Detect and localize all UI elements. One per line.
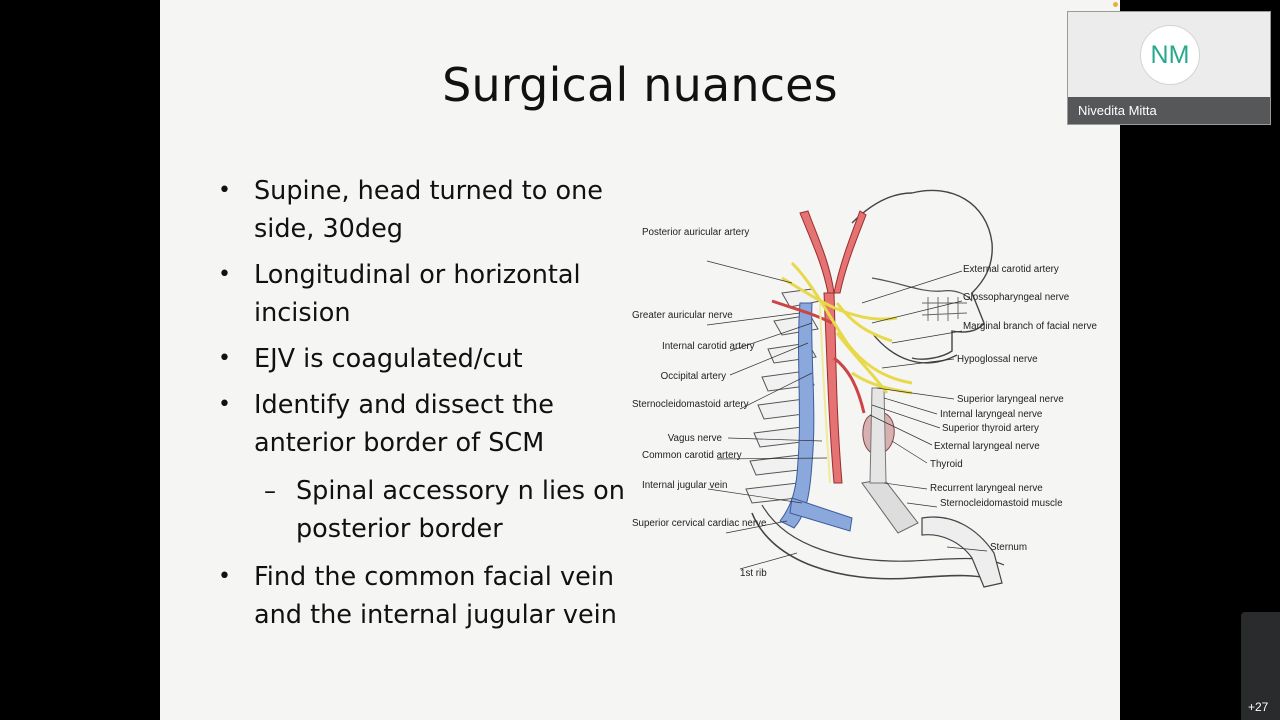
neck-anatomy-illustration	[706, 189, 1005, 588]
label-external-laryngeal-nerve: External laryngeal nerve	[934, 441, 1040, 452]
more-participants-tile[interactable]	[1241, 612, 1280, 720]
bullet-item: •Identify and dissect the anterior borde…	[210, 386, 630, 462]
label-sternum: Sternum	[990, 542, 1028, 553]
label-sternocleidomastoid-muscle: Sternocleidomastoid muscle	[940, 498, 1063, 509]
bullet-list: •Supine, head turned to one side, 30deg …	[210, 172, 630, 642]
label-glossopharyngeal-nerve: Glossopharyngeal nerve	[963, 292, 1070, 303]
bullet-dot-icon: •	[218, 392, 231, 417]
presentation-slide: Surgical nuances •Supine, head turned to…	[160, 0, 1120, 720]
bullet-dot-icon: •	[218, 346, 231, 371]
bullet-dot-icon: •	[218, 262, 231, 287]
label-internal-laryngeal-nerve: Internal laryngeal nerve	[940, 409, 1043, 420]
label-thyroid: Thyroid	[930, 459, 963, 470]
sub-bullet-item: –Spinal accessory n lies on posterior bo…	[210, 472, 630, 548]
label-vagus-nerve: Vagus nerve	[667, 433, 722, 444]
label-first-rib: 1st rib	[740, 568, 767, 579]
label-hypoglossal-nerve: Hypoglossal nerve	[957, 354, 1038, 365]
bullet-item: •Supine, head turned to one side, 30deg	[210, 172, 630, 248]
label-internal-carotid-artery: Internal carotid artery	[662, 341, 755, 352]
participant-name: Nivedita Mitta	[1068, 97, 1270, 124]
label-internal-jugular-vein: Internal jugular vein	[642, 480, 728, 491]
slide-title: Surgical nuances	[442, 58, 838, 112]
speaking-indicator-dot	[1113, 2, 1118, 7]
bullet-dot-icon: •	[218, 564, 231, 589]
label-common-carotid-artery: Common carotid artery	[642, 450, 742, 461]
label-occipital-artery: Occipital artery	[660, 371, 726, 382]
bullet-item: •EJV is coagulated/cut	[210, 340, 630, 378]
participant-video-tile[interactable]: NM Nivedita Mitta	[1067, 11, 1271, 125]
bullet-item: •Find the common facial vein and the int…	[210, 558, 630, 634]
label-greater-auricular-nerve: Greater auricular nerve	[632, 310, 733, 321]
label-superior-laryngeal-nerve: Superior laryngeal nerve	[957, 394, 1064, 405]
more-participants-count[interactable]: +27	[1248, 700, 1269, 714]
dash-icon: –	[264, 477, 276, 505]
label-superior-thyroid-artery: Superior thyroid artery	[942, 423, 1039, 434]
avatar: NM	[1140, 25, 1200, 85]
label-recurrent-laryngeal-nerve: Recurrent laryngeal nerve	[930, 483, 1043, 494]
label-superior-cervical-cardiac-nerve: Superior cervical cardiac nerve	[632, 518, 767, 529]
label-marginal-branch-facial-nerve: Marginal branch of facial nerve	[963, 321, 1097, 332]
label-sternocleidomastoid-artery: Sternocleidomastoid artery	[632, 399, 749, 410]
bullet-item: •Longitudinal or horizontal incision	[210, 256, 630, 332]
neck-anatomy-figure: Posterior auricular artery Greater auric…	[622, 183, 1097, 623]
label-external-carotid-artery: External carotid artery	[963, 264, 1059, 275]
label-posterior-auricular-artery: Posterior auricular artery	[642, 227, 750, 238]
bullet-dot-icon: •	[218, 178, 231, 203]
